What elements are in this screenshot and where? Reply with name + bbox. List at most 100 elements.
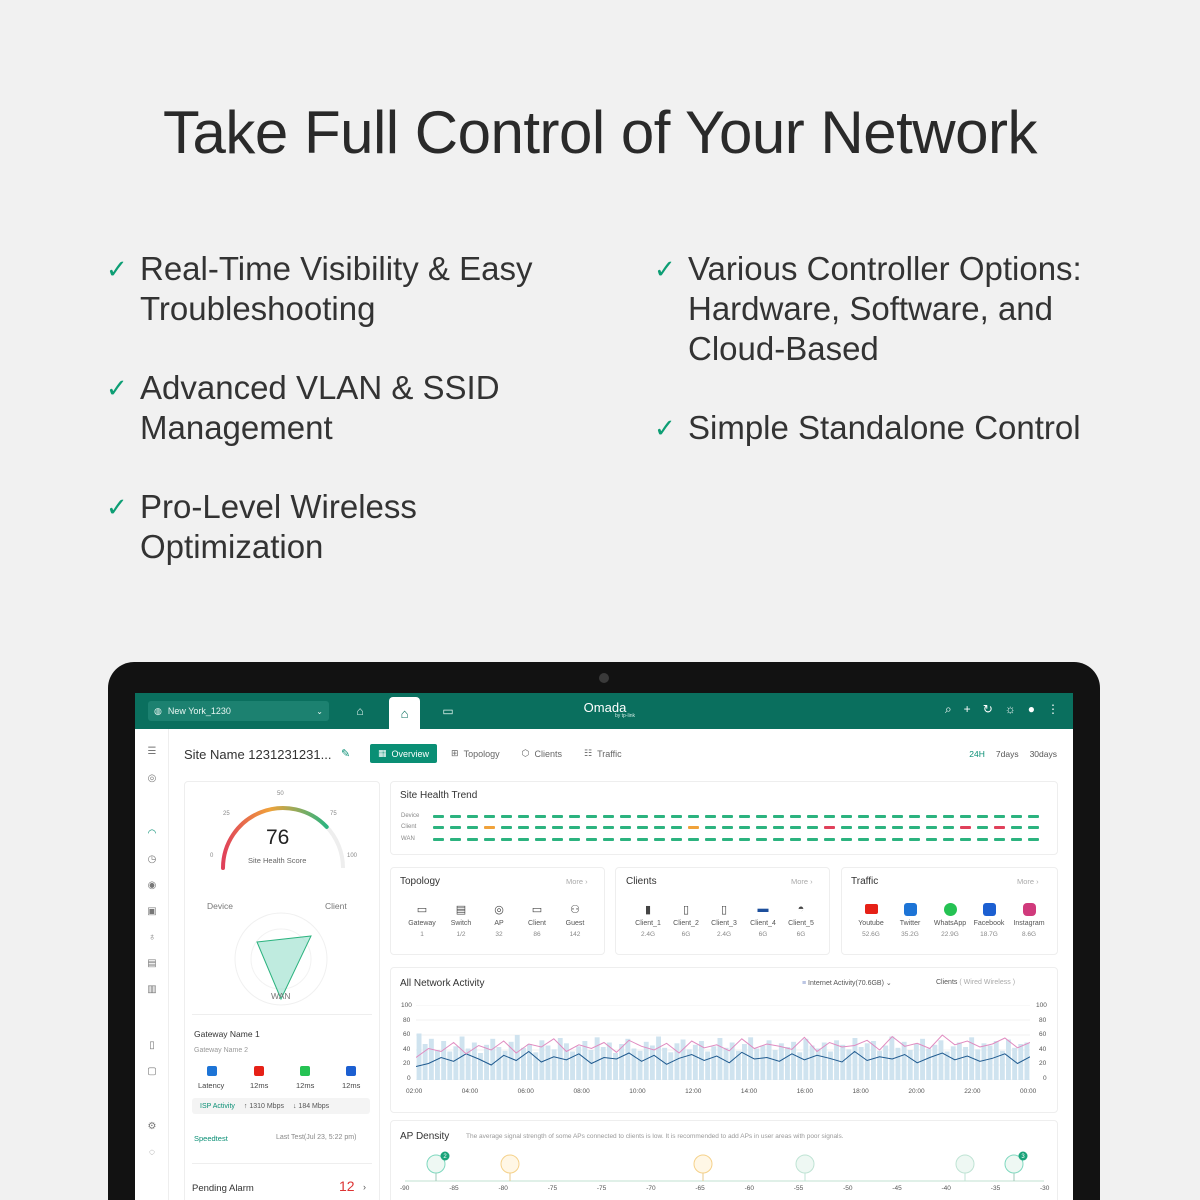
topology-more-link[interactable]: More ›	[566, 877, 588, 886]
clock-icon[interactable]: ◷	[147, 854, 157, 865]
speedtest-button[interactable]: Speedtest	[194, 1134, 228, 1143]
activity-bar	[858, 1047, 864, 1080]
bag-icon[interactable]: ▢	[147, 1066, 157, 1077]
trend-dash	[501, 838, 512, 841]
activity-bar	[527, 1044, 532, 1080]
trend-dash	[637, 826, 648, 829]
y-tick: 20	[403, 1060, 411, 1067]
activity-bar	[846, 1049, 852, 1080]
item-name: Client_4	[750, 920, 776, 927]
activity-bar	[901, 1041, 907, 1080]
latency-label: Latency	[198, 1081, 225, 1090]
activity-bar	[766, 1040, 772, 1080]
item-name: Facebook	[973, 920, 1005, 927]
topology-icon: ⊞	[451, 748, 459, 758]
activity-bar	[600, 1047, 606, 1080]
activity-bar	[748, 1037, 754, 1080]
avatar-icon[interactable]: ●	[1027, 702, 1035, 716]
dashboard-icon[interactable]: ◠	[147, 828, 157, 839]
activity-bar	[465, 1048, 471, 1080]
trend-dash	[654, 815, 665, 818]
youtube-icon	[254, 1066, 264, 1076]
refresh-icon[interactable]: ↻	[982, 702, 993, 716]
site-selector[interactable]: ◍ New York_1230 ⌄	[148, 701, 329, 721]
clients-more-link[interactable]: More ›	[791, 877, 813, 886]
gateway-name-2: Gateway Name 2	[194, 1047, 249, 1054]
activity-bar	[950, 1046, 956, 1080]
book-icon[interactable]: ▯	[149, 1040, 155, 1051]
sidebar: ☰ ◎ ◠ ◷ ◉ ▣ ♁ ▤ ▥ ▯ ▢ ⚙ ◌	[135, 729, 169, 1200]
density-tick: -55	[793, 1185, 804, 1192]
location-icon[interactable]: ◎	[147, 773, 157, 784]
global-home-icon[interactable]: ⌂	[356, 704, 364, 718]
legend-wireless[interactable]: Wireless	[983, 979, 1011, 986]
map-icon[interactable]: ▣	[147, 906, 157, 917]
density-badge	[440, 1151, 450, 1161]
chevron-right-icon[interactable]: ›	[363, 1182, 366, 1192]
log-icon[interactable]: ▥	[147, 984, 157, 995]
pending-alarm-count[interactable]: 12	[339, 1178, 355, 1194]
theme-icon[interactable]: ☼	[1004, 702, 1016, 716]
trend-dash	[943, 838, 954, 841]
monitor-icon: ▬	[757, 903, 769, 915]
report-icon[interactable]: ▤	[147, 958, 157, 969]
trend-dash	[858, 838, 869, 841]
range-24h[interactable]: 24H	[969, 749, 985, 759]
tab-clients[interactable]: ⬡Clients	[514, 744, 570, 763]
top-right-tools: ⌕ + ↻ ☼ ● ⋮	[945, 702, 1059, 717]
range-30days[interactable]: 30days	[1029, 749, 1057, 759]
activity-bar	[545, 1045, 551, 1080]
tab-overview[interactable]: ▦Overview	[370, 744, 438, 763]
edit-icon[interactable]: ✎	[341, 748, 351, 760]
divider	[192, 1014, 372, 1015]
trend-row-label: Client	[401, 824, 417, 830]
tab-traffic[interactable]: ☷Traffic	[576, 744, 630, 763]
latency-value: 12ms	[250, 1081, 269, 1090]
activity-bar	[478, 1053, 483, 1080]
network-icon[interactable]: ▭	[442, 704, 454, 718]
whatsapp-icon	[943, 902, 957, 916]
range-7days[interactable]: 7days	[995, 749, 1019, 759]
gauge-tick: 75	[330, 811, 337, 817]
tab-topology[interactable]: ⊞Topology	[443, 744, 508, 763]
traffic-more-link[interactable]: More ›	[1017, 877, 1039, 886]
search-icon[interactable]: ⌕	[944, 702, 952, 716]
more-icon[interactable]: ⋮	[1047, 702, 1059, 716]
trend-dash	[671, 826, 682, 829]
activity-bar	[699, 1041, 704, 1080]
menu-collapse-icon[interactable]: ☰	[147, 746, 157, 757]
density-marker	[500, 1154, 520, 1174]
add-icon[interactable]: +	[963, 702, 971, 716]
target-icon[interactable]: ◉	[147, 880, 157, 891]
trend-row-wan	[433, 838, 1039, 841]
trend-dash	[756, 815, 767, 818]
activity-bar	[772, 1050, 778, 1080]
site-dashboard-icon[interactable]: ⌂	[389, 697, 420, 729]
legend-internet[interactable]: ≡ Internet Activity(70.6GB) ⌄	[802, 979, 892, 987]
trend-dash	[1011, 826, 1022, 829]
y-tick: 80	[403, 1017, 411, 1024]
omada-screen: ◍ New York_1230 ⌄ ⌂ ⌂ ▭ Omada by tp-link…	[135, 693, 1073, 1200]
legend-wired[interactable]: Wired	[963, 979, 982, 986]
help-icon[interactable]: ◌	[149, 1147, 155, 1158]
settings-icon[interactable]: ⚙	[147, 1121, 157, 1132]
trend-dash	[909, 826, 920, 829]
clients-title: Clients	[626, 876, 657, 887]
bulb-icon[interactable]: ♁	[148, 932, 156, 943]
omada-logo: Omada by tp-link	[575, 700, 635, 719]
